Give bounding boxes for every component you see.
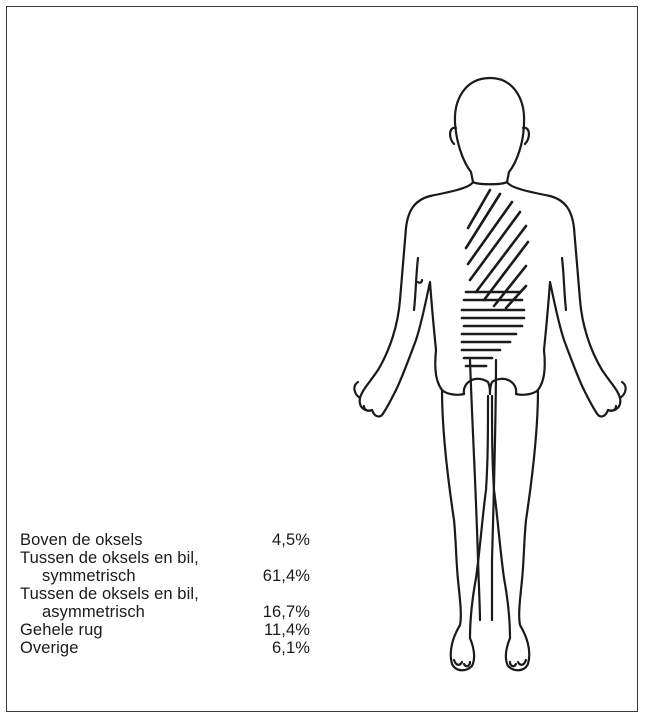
hatch-upper <box>466 190 528 308</box>
legend-value: 4,5% <box>250 531 310 549</box>
legend-row: Gehele rug 11,4% <box>20 621 310 639</box>
legend-label: Tussen de oksels en bil,asymmetrisch <box>20 585 199 621</box>
legend-value: 16,7% <box>250 603 310 621</box>
legend-label: Tussen de oksels en bil,symmetrisch <box>20 549 199 585</box>
legend-value: 61,4% <box>250 567 310 585</box>
legend-row: Tussen de oksels en bil,asymmetrisch 16,… <box>20 585 310 621</box>
hand-left <box>354 382 372 411</box>
body-back-figure <box>330 60 640 700</box>
legend-value: 6,1% <box>250 639 310 657</box>
hand-right <box>608 382 626 411</box>
distribution-legend: Boven de oksels 4,5% Tussen de oksels en… <box>20 531 310 657</box>
leg-left <box>442 390 488 670</box>
legend-label: Gehele rug <box>20 621 103 639</box>
legend-row: Boven de oksels 4,5% <box>20 531 310 549</box>
leg-right <box>492 390 538 670</box>
hatch-lower <box>462 292 524 366</box>
legend-value: 11,4% <box>250 621 310 639</box>
legend-label: Boven de oksels <box>20 531 143 549</box>
legend-row: Tussen de oksels en bil,symmetrisch 61,4… <box>20 549 310 585</box>
legend-label: Overige <box>20 639 78 657</box>
torso-outline <box>360 182 473 416</box>
head-outline <box>455 78 524 184</box>
legend-row: Overige 6,1% <box>20 639 310 657</box>
